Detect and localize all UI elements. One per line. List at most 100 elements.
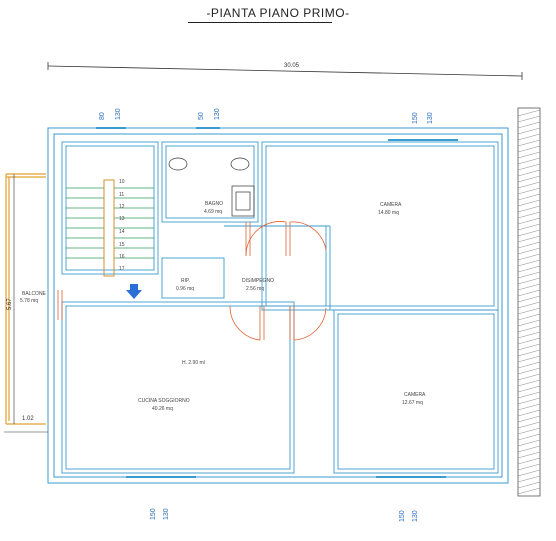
hatch-line xyxy=(517,343,541,351)
hatch-line xyxy=(517,433,541,441)
windows xyxy=(96,127,458,478)
hatch-line xyxy=(517,361,541,369)
hatch-line xyxy=(517,463,541,471)
overall-dimension-label: 30.05 xyxy=(284,63,300,69)
svg-text:13: 13 xyxy=(119,216,125,222)
svg-text:80: 80 xyxy=(99,112,106,120)
hatch-line xyxy=(517,169,541,177)
hatch-line xyxy=(517,313,541,321)
hatch-line xyxy=(517,115,541,123)
staircase xyxy=(66,187,154,259)
hatch-line xyxy=(517,469,541,477)
hatch-line xyxy=(517,481,541,489)
hatch-line xyxy=(517,331,541,339)
balcony-depth-label: 1.02 xyxy=(22,416,34,422)
svg-text:17: 17 xyxy=(119,266,125,272)
hatch-line xyxy=(517,145,541,153)
room-labels: BAGNO 4.69 mq CAMERA 14.80 mq RIP. 0.96 … xyxy=(20,201,426,412)
hatch-line xyxy=(517,109,541,117)
hatch-line xyxy=(517,121,541,129)
disimpegno-area: 2.56 mq xyxy=(246,286,264,292)
hatch-line xyxy=(517,175,541,183)
svg-text:130: 130 xyxy=(214,108,221,120)
svg-text:150: 150 xyxy=(412,112,419,124)
stair-step-numbers: 10 11 12 13 14 15 16 17 xyxy=(119,179,125,272)
exterior-hatched-wall xyxy=(517,107,541,497)
hatch-line xyxy=(517,451,541,459)
svg-text:11: 11 xyxy=(119,192,124,198)
hatch-line xyxy=(517,367,541,375)
hatch-line xyxy=(517,259,541,267)
interior-walls xyxy=(61,141,499,474)
disimpegno-name: DISIMPEGNO xyxy=(242,278,274,284)
svg-text:14: 14 xyxy=(119,229,125,235)
hatch-line xyxy=(517,325,541,333)
camera-top-name: CAMERA xyxy=(380,202,402,208)
hatch-line xyxy=(517,235,541,243)
camera-bottom-area: 12.67 mq xyxy=(402,400,423,406)
hatch-line xyxy=(517,397,541,405)
svg-text:15: 15 xyxy=(119,242,125,248)
plan-title: -PIANTA PIANO PRIMO- xyxy=(206,6,350,20)
hatch-line xyxy=(517,301,541,309)
hatch-line xyxy=(517,199,541,207)
hatch-line xyxy=(517,295,541,303)
hatch-line xyxy=(517,217,541,225)
hatch-line xyxy=(517,181,541,189)
svg-text:130: 130 xyxy=(412,510,419,522)
hatch-line xyxy=(517,163,541,171)
hatch-line xyxy=(517,127,541,135)
cucina-name: CUCINA SOGGIORNO xyxy=(138,398,190,404)
hatch-line xyxy=(517,229,541,237)
hatch-line xyxy=(517,409,541,417)
hatch-line xyxy=(517,421,541,429)
hatch-line xyxy=(517,475,541,483)
hatch-line xyxy=(517,385,541,393)
camera-top-area: 14.80 mq xyxy=(378,210,399,216)
svg-text:130: 130 xyxy=(163,508,170,520)
hatch-line xyxy=(517,277,541,285)
svg-text:130: 130 xyxy=(115,108,122,120)
hatch-line xyxy=(517,307,541,315)
hatch-line xyxy=(517,457,541,465)
hatch-line xyxy=(517,349,541,357)
hatch-line xyxy=(517,379,541,387)
bathroom-fixtures xyxy=(168,157,255,217)
hatch-line xyxy=(517,415,541,423)
hatch-line xyxy=(517,133,541,141)
hatch-line xyxy=(517,151,541,159)
hatch-line xyxy=(517,427,541,435)
hatch-line xyxy=(517,403,541,411)
svg-text:130: 130 xyxy=(427,112,434,124)
hatch-line xyxy=(517,157,541,165)
balcone-area: 5.78 mq xyxy=(20,298,38,304)
overall-dimension-line xyxy=(47,62,523,80)
window-dimension-labels: 80 130 50 130 150 130 150 130 150 130 xyxy=(99,108,434,522)
door-swings xyxy=(57,221,327,341)
hatch-line xyxy=(517,319,541,327)
hatch-line xyxy=(517,193,541,201)
hatch-line xyxy=(517,391,541,399)
balcony-length-label: 5.67 xyxy=(7,298,13,310)
stair-handrail xyxy=(103,179,115,277)
cucina-area: 40.26 mq xyxy=(152,406,173,412)
hatch-line xyxy=(517,373,541,381)
rip-name: RIP. xyxy=(181,278,190,284)
bagno-name: BAGNO xyxy=(205,201,223,207)
balcony-dimensions xyxy=(4,174,48,433)
hatch-line xyxy=(517,241,541,249)
stair-direction-arrow-icon xyxy=(126,284,142,299)
svg-text:50: 50 xyxy=(198,112,205,120)
hatch-line xyxy=(517,247,541,255)
hatch-line xyxy=(517,205,541,213)
hatch-line xyxy=(517,271,541,279)
svg-text:150: 150 xyxy=(150,508,157,520)
hatch-line xyxy=(517,139,541,147)
hatch-line xyxy=(517,211,541,219)
hatch-line xyxy=(517,487,541,495)
hatch-line xyxy=(517,253,541,261)
svg-text:10: 10 xyxy=(119,179,125,185)
bagno-area: 4.69 mq xyxy=(204,209,222,215)
hatch-line xyxy=(517,265,541,273)
